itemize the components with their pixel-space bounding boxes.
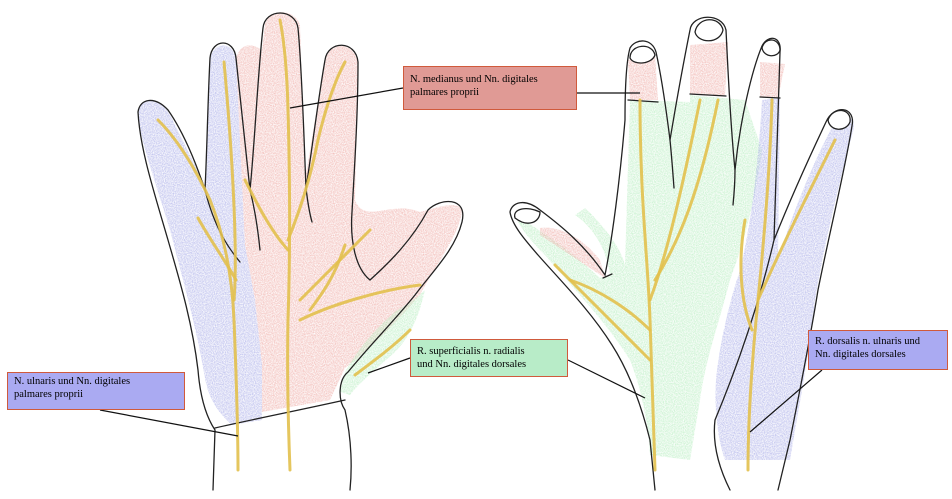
label-dorsalis-ulnaris-line2: Nn. digitales dorsales	[815, 349, 941, 362]
label-dorsalis-ulnaris: R. dorsalis n. ulnaris und Nn. digitales…	[808, 330, 948, 370]
label-ulnaris-line2: palmares proprii	[14, 389, 178, 402]
label-medianus: N. medianus und Nn. digitales palmares p…	[403, 66, 577, 110]
median-zone-dorsal-middle	[690, 42, 728, 96]
label-radialis-line2: und Nn. digitales dorsales	[417, 359, 561, 372]
label-radialis-line1: R. superficialis n. radialis	[417, 346, 561, 359]
label-radialis: R. superficialis n. radialis und Nn. dig…	[410, 339, 568, 377]
label-ulnaris: N. ulnaris und Nn. digitales palmares pr…	[7, 372, 185, 410]
label-medianus-line2: palmares proprii	[410, 87, 570, 100]
median-zone-dorsal-ring	[760, 62, 785, 98]
label-ulnaris-line1: N. ulnaris und Nn. digitales	[14, 376, 178, 389]
leader-ulnaris	[100, 410, 238, 436]
label-dorsalis-ulnaris-line1: R. dorsalis n. ulnaris und	[815, 336, 941, 349]
label-medianus-line1: N. medianus und Nn. digitales	[410, 74, 570, 87]
